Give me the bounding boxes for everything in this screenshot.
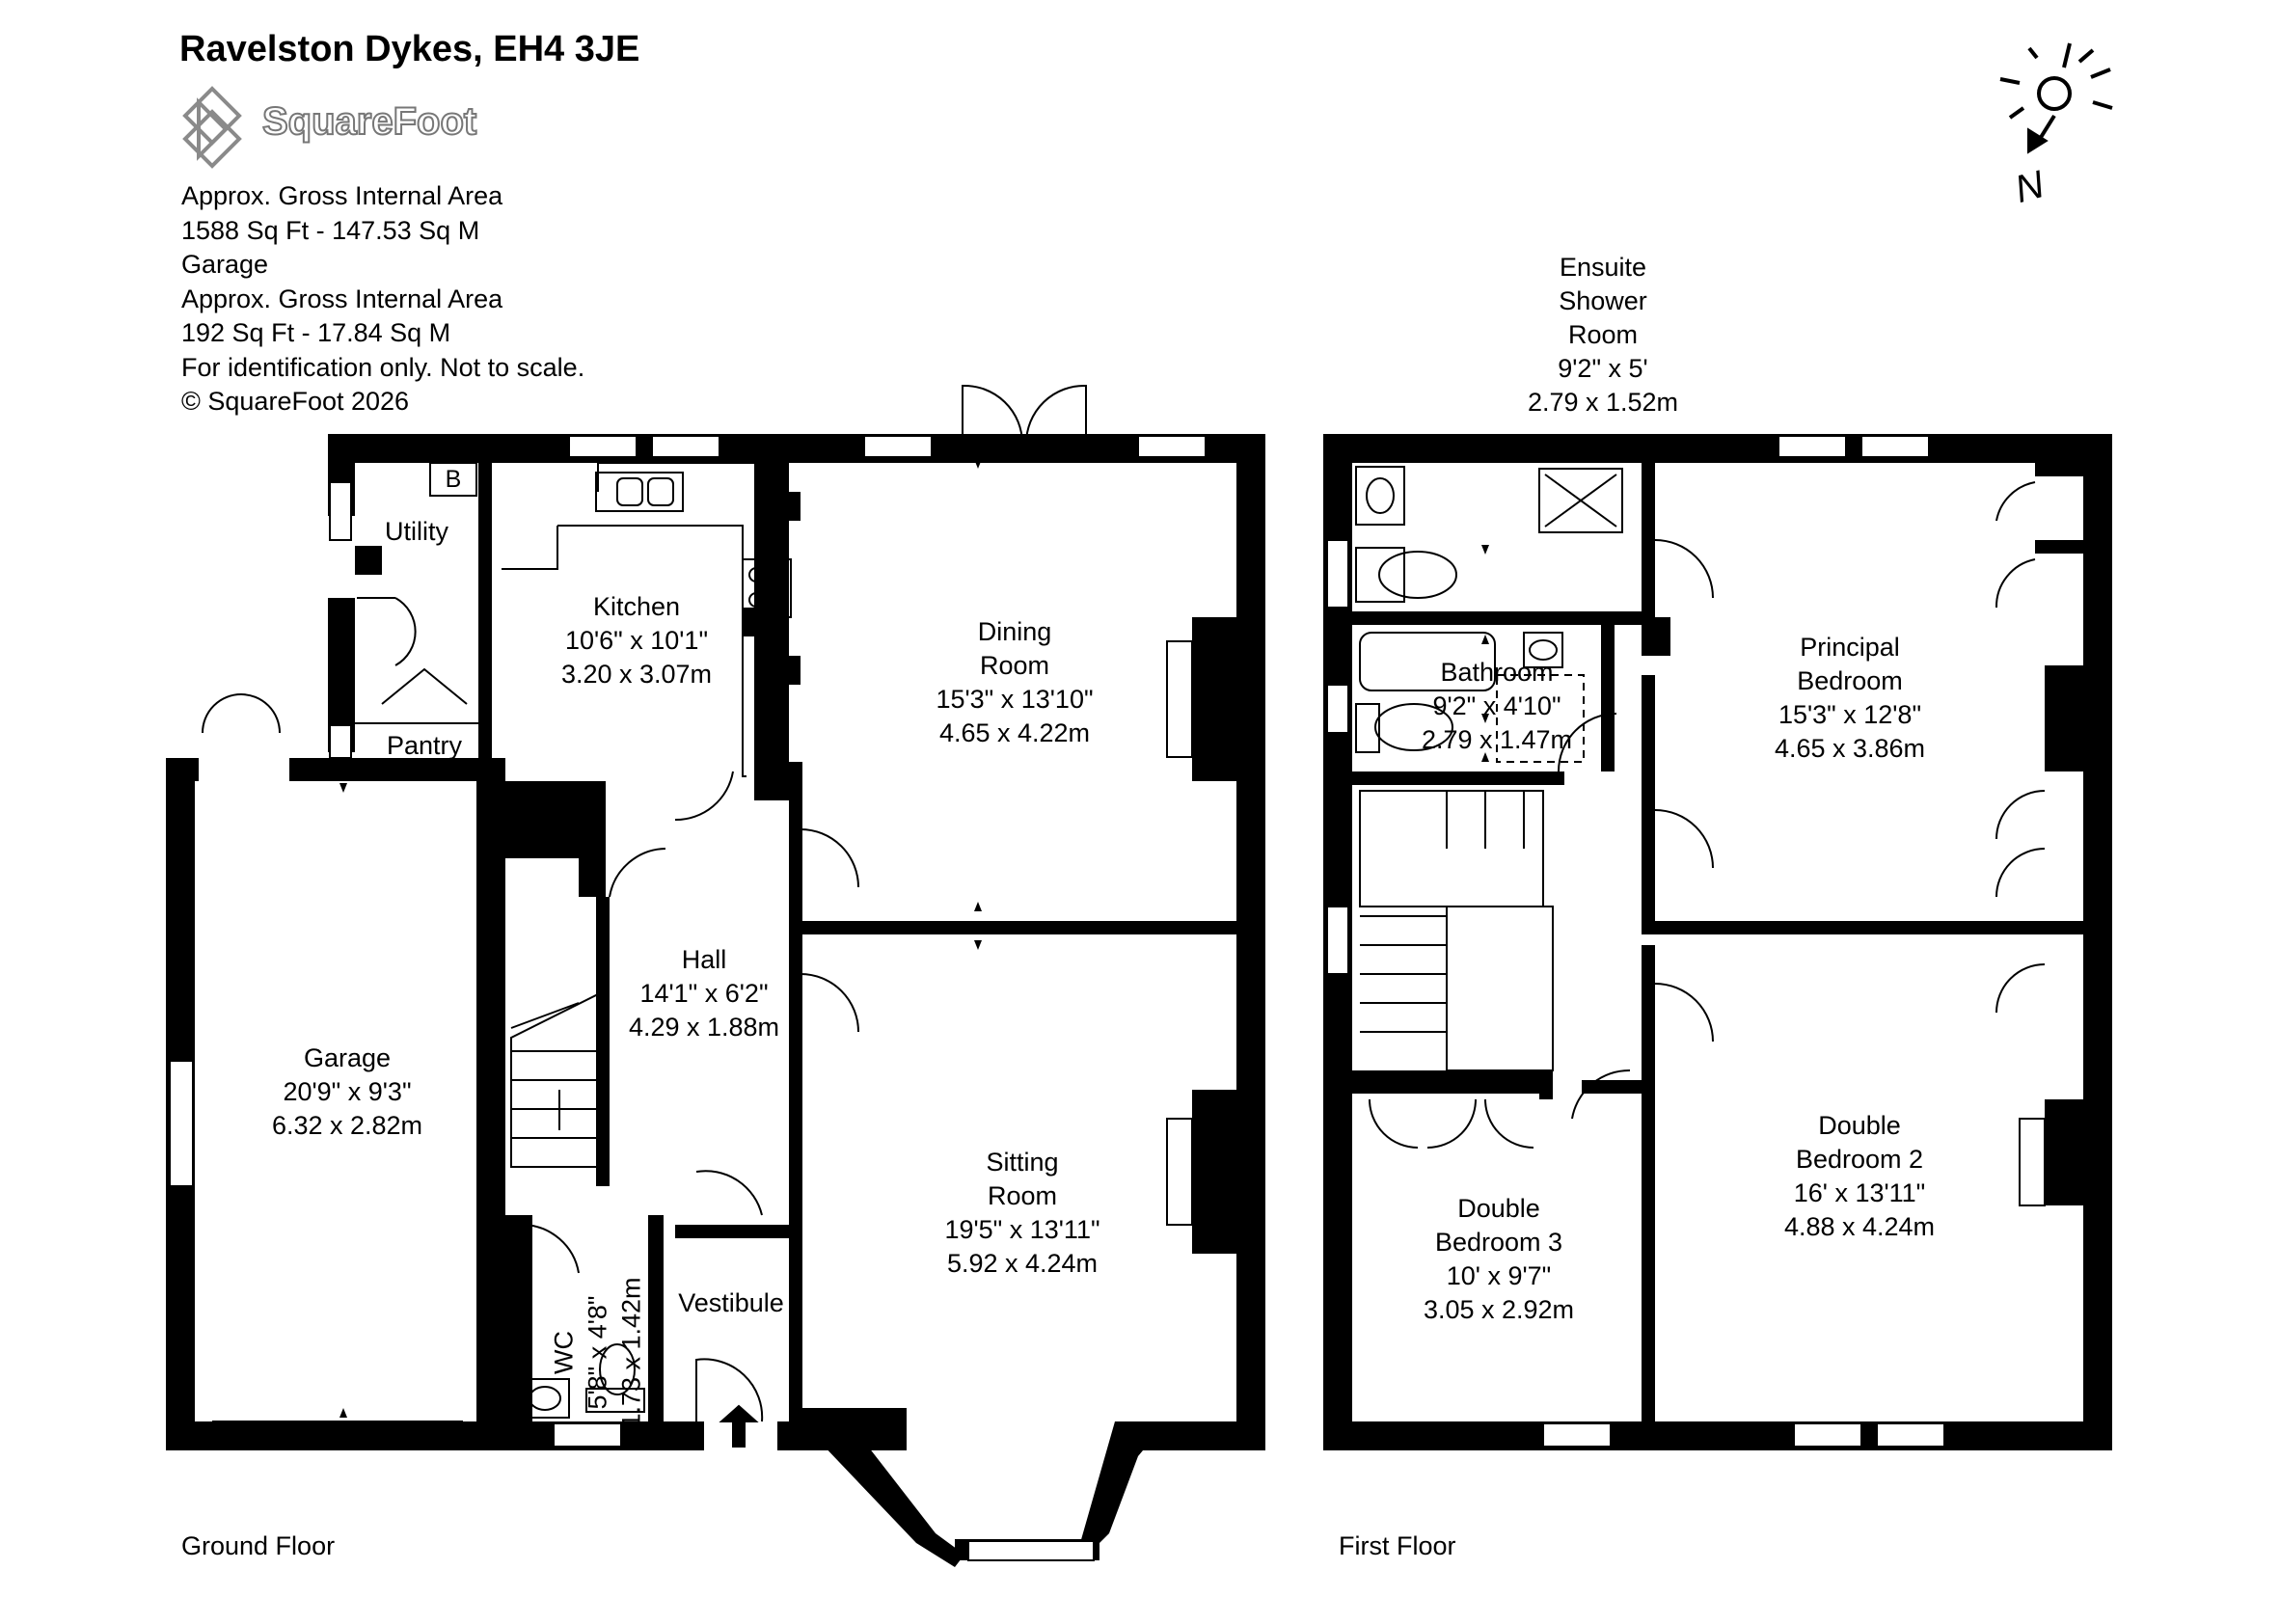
note-line: For identification only. Not to scale. xyxy=(181,352,585,382)
room-ensuite: Ensuite Shower Room 9'2" x 5' 2.79 x 1.5… xyxy=(1528,251,1678,420)
room-name: B xyxy=(445,466,462,493)
compass-sun-icon xyxy=(1999,42,2113,120)
room-name: Ensuite xyxy=(1559,253,1647,282)
room-name: Double xyxy=(1818,1111,1901,1140)
note-line: 192 Sq Ft - 17.84 Sq M xyxy=(181,318,451,347)
room-bathroom: Bathroom 9'2" x 4'10" 2.79 x 1.47m xyxy=(1422,656,1572,757)
room-imperial: 20'9" x 9'3" xyxy=(283,1077,412,1106)
first-floor-label: First Floor xyxy=(1339,1531,1456,1560)
room-metric: 1.73 x 1.42m xyxy=(616,1277,646,1428)
room-pantry: Pantry xyxy=(387,729,462,763)
room-double-bedroom-2: Double Bedroom 2 16' x 13'11" 4.88 x 4.2… xyxy=(1784,1109,1935,1244)
room-metric: 2.79 x 1.52m xyxy=(1527,388,1679,417)
room-kitchen: Kitchen 10'6" x 10'1" 3.20 x 3.07m xyxy=(561,590,712,691)
room-name: Principal xyxy=(1800,633,1900,662)
ground-floor-label: Ground Floor xyxy=(181,1531,336,1560)
page-title: Ravelston Dykes, EH4 3JE xyxy=(179,29,640,69)
area-notes: Approx. Gross Internal Area 1588 Sq Ft -… xyxy=(181,179,584,420)
room-name: Room xyxy=(979,651,1050,680)
room-metric: 4.65 x 4.22m xyxy=(938,718,1091,747)
room-imperial: 16' x 13'11" xyxy=(1793,1178,1926,1207)
room-imperial: 10' x 9'7" xyxy=(1446,1261,1552,1290)
room-name: Bathroom xyxy=(1440,658,1554,687)
room-name: Bedroom xyxy=(1797,666,1903,695)
room-name: Bedroom 2 xyxy=(1795,1145,1924,1174)
room-name: Garage xyxy=(303,1043,392,1072)
room-name: WC xyxy=(549,1331,579,1374)
room-imperial: 10'6" x 10'1" xyxy=(564,626,709,655)
room-metric: 4.88 x 4.24m xyxy=(1783,1212,1936,1241)
room-name: Room xyxy=(1567,320,1639,349)
room-name: Dining xyxy=(977,617,1052,646)
room-name: Pantry xyxy=(386,731,463,760)
room-sitting: Sitting Room 19'5" x 13'11" 5.92 x 4.24m xyxy=(944,1146,1099,1281)
room-dining: Dining Room 15'3" x 13'10" 4.65 x 4.22m xyxy=(936,615,1093,750)
room-hall: Hall 14'1" x 6'2" 4.29 x 1.88m xyxy=(629,943,779,1044)
room-imperial: 15'3" x 12'8" xyxy=(1778,700,1922,729)
room-name: Double xyxy=(1457,1194,1540,1223)
room-metric: 4.65 x 3.86m xyxy=(1774,734,1926,763)
room-vestibule: Vestibule xyxy=(678,1286,784,1320)
room-boiler: B xyxy=(446,463,462,497)
room-name: Room xyxy=(987,1181,1058,1210)
room-imperial: 15'3" x 13'10" xyxy=(936,685,1094,714)
room-imperial: 9'2" x 5' xyxy=(1558,354,1648,383)
note-line: 1588 Sq Ft - 147.53 Sq M xyxy=(181,215,480,245)
brand-name: SquareFoot xyxy=(261,99,477,144)
room-wc: WC 5'8" x 4'8" 1.73 x 1.42m xyxy=(548,1277,649,1427)
room-name: Vestibule xyxy=(678,1288,784,1317)
room-name: Utility xyxy=(385,517,448,546)
room-principal-bedroom: Principal Bedroom 15'3" x 12'8" 4.65 x 3… xyxy=(1775,631,1925,766)
room-garage: Garage 20'9" x 9'3" 6.32 x 2.82m xyxy=(272,1042,422,1143)
note-line: Approx. Gross Internal Area xyxy=(181,284,503,313)
north-arrow-icon xyxy=(2027,114,2056,154)
note-line: Approx. Gross Internal Area xyxy=(181,181,503,210)
room-name: Sitting xyxy=(986,1148,1059,1177)
room-metric: 5.92 x 4.24m xyxy=(946,1249,1099,1278)
room-imperial: 9'2" x 4'10" xyxy=(1432,691,1561,720)
room-imperial: 5'8" x 4'8" xyxy=(583,1295,612,1410)
room-metric: 6.32 x 2.82m xyxy=(271,1111,423,1140)
room-name: Kitchen xyxy=(592,592,681,621)
room-metric: 4.29 x 1.88m xyxy=(628,1013,780,1042)
room-utility: Utility xyxy=(385,515,448,549)
room-metric: 2.79 x 1.47m xyxy=(1421,725,1573,754)
room-metric: 3.20 x 3.07m xyxy=(560,660,713,689)
room-double-bedroom-3: Double Bedroom 3 10' x 9'7" 3.05 x 2.92m xyxy=(1424,1192,1574,1327)
room-imperial: 14'1" x 6'2" xyxy=(639,979,769,1008)
room-imperial: 19'5" x 13'11" xyxy=(944,1215,1100,1244)
note-line: Garage xyxy=(181,250,269,279)
squarefoot-logo-icon xyxy=(182,86,242,169)
room-name: Hall xyxy=(681,945,727,974)
room-metric: 3.05 x 2.92m xyxy=(1423,1295,1575,1324)
note-line: © SquareFoot 2026 xyxy=(181,387,410,416)
room-name: Bedroom 3 xyxy=(1434,1228,1563,1257)
room-name: Shower xyxy=(1559,286,1647,315)
